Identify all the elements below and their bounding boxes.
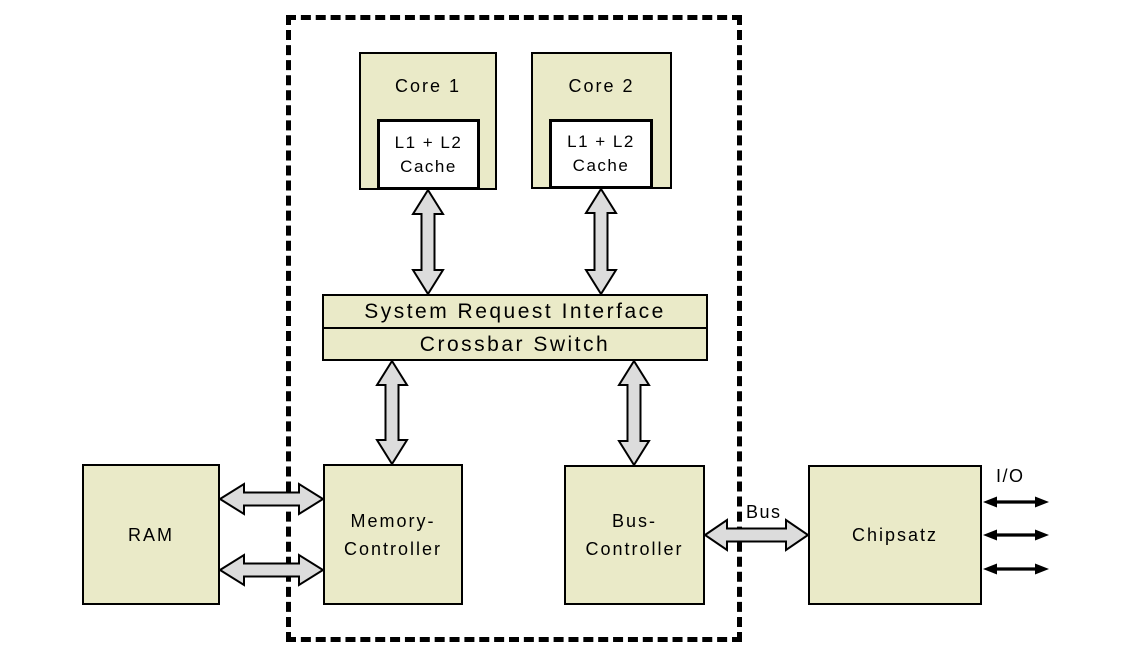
arrow-ram-memory-controller-lower-icon bbox=[218, 553, 325, 587]
sri-crossbar-stack: System Request Interface Crossbar Switch bbox=[322, 294, 708, 361]
bus-controller-line2: Controller bbox=[585, 539, 684, 559]
memory-controller-line1: Memory- bbox=[350, 510, 436, 531]
crossbar-switch-block: Crossbar Switch bbox=[419, 333, 611, 356]
memory-controller-line2: Controller bbox=[343, 538, 443, 559]
arrow-crossbar-to-bus-controller-icon bbox=[617, 359, 651, 467]
arrow-ram-memory-controller-upper-icon bbox=[218, 482, 325, 516]
arrow-crossbar-to-memory-controller-icon bbox=[375, 359, 409, 466]
core1-cache-line1: L1 + L2 bbox=[394, 132, 463, 152]
core1-cache-line2: Cache bbox=[400, 156, 457, 176]
core1-cache-block: L1 + L2 Cache bbox=[377, 119, 480, 190]
io-label: I/O bbox=[996, 466, 1025, 486]
arrow-io-2-icon bbox=[983, 529, 1049, 541]
core2-cache-line1: L1 + L2 bbox=[567, 132, 635, 151]
core2-label: Core 2 bbox=[568, 76, 635, 96]
core1-label: Core 1 bbox=[394, 76, 462, 96]
arrow-io-1-icon bbox=[983, 496, 1049, 508]
bus-label: Bus bbox=[746, 502, 782, 522]
ram-label: RAM bbox=[128, 524, 174, 545]
chipsatz-block: Chipsatz bbox=[808, 465, 982, 605]
arrow-bus-icon bbox=[703, 518, 810, 552]
core2-cache-line2: Cache bbox=[572, 156, 630, 175]
arrow-io-3-icon bbox=[983, 563, 1049, 575]
system-request-interface-block: System Request Interface bbox=[324, 296, 706, 329]
bus-controller-line1: Bus- bbox=[611, 511, 657, 531]
arrow-core2-cache-to-sri-icon bbox=[584, 187, 618, 296]
bus-controller-block: Bus- Controller bbox=[564, 465, 705, 605]
ram-block: RAM bbox=[82, 464, 220, 605]
memory-controller-block: Memory- Controller bbox=[323, 464, 463, 605]
cpu-die-boundary bbox=[286, 15, 742, 642]
chipsatz-label: Chipsatz bbox=[851, 525, 939, 545]
arrow-core1-cache-to-sri-icon bbox=[411, 188, 445, 296]
